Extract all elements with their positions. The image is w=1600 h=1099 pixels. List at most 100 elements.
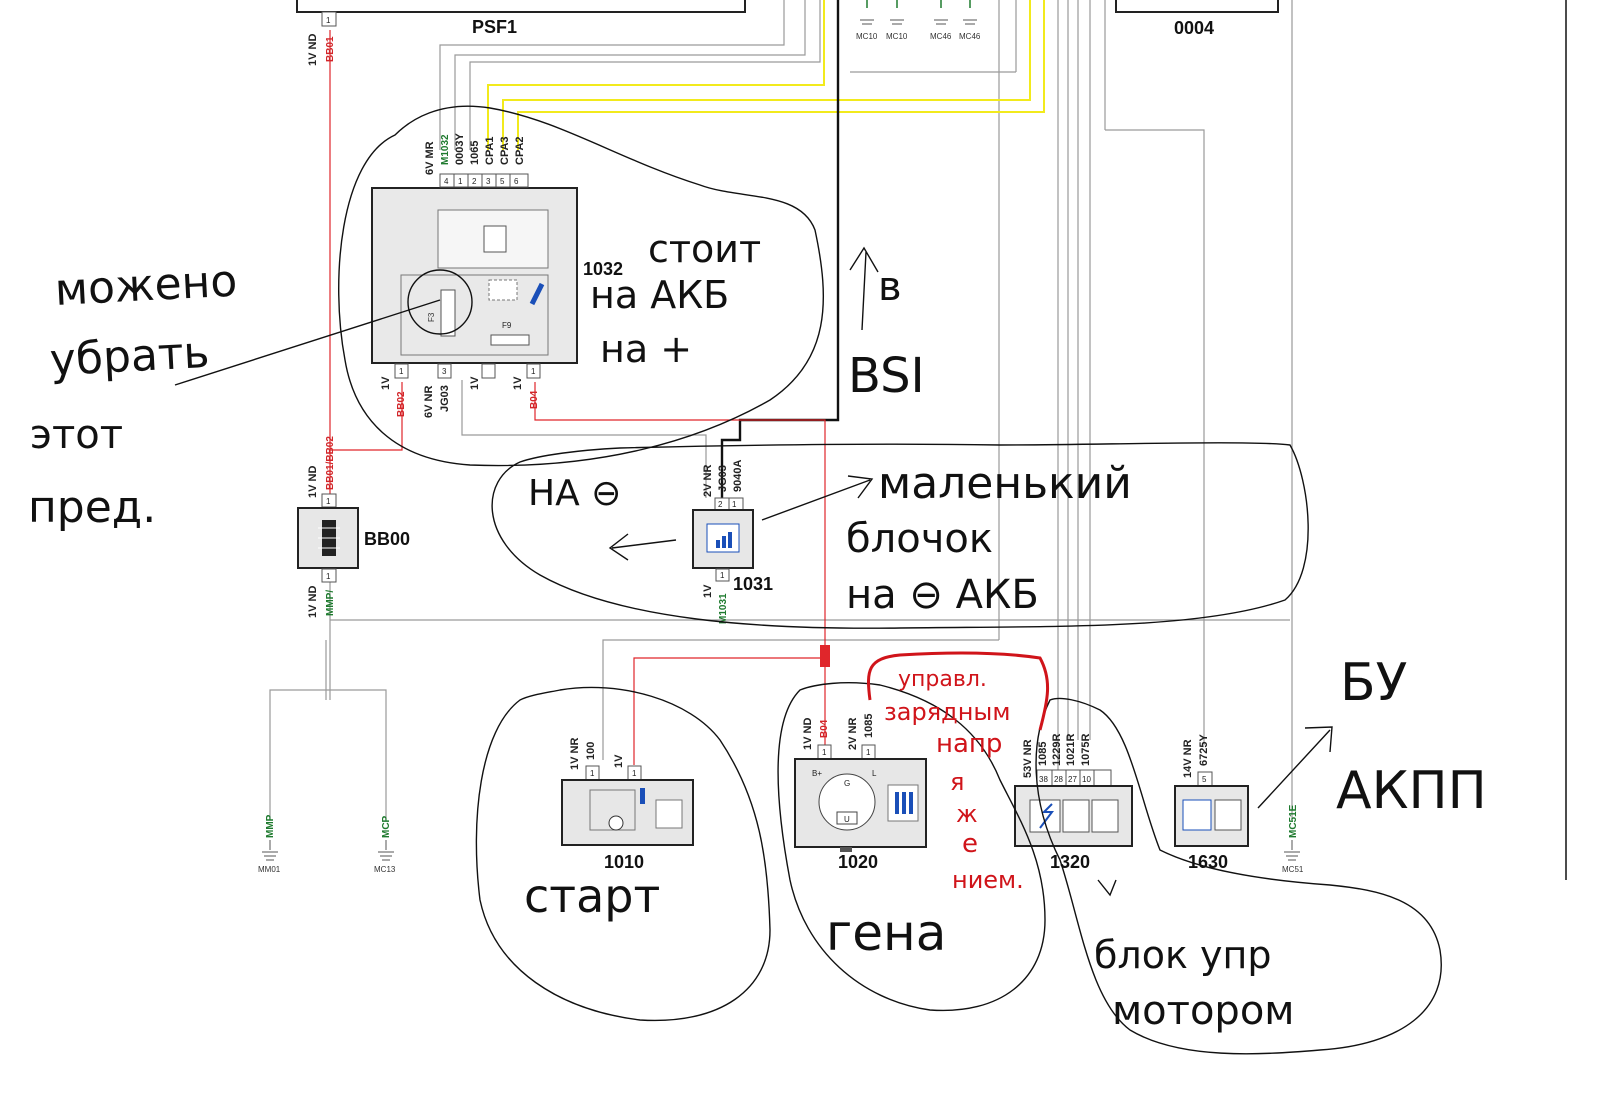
- c1630-label: 1630: [1188, 852, 1228, 872]
- pin-label: 1: [720, 571, 725, 580]
- wire-label: JG03: [439, 385, 451, 412]
- pin-label: 2: [718, 500, 723, 509]
- wire-label: 1085: [1037, 742, 1049, 766]
- wire-label: 1075R: [1080, 734, 1092, 766]
- component-psf1[interactable]: 1 PSF1: [296, 0, 746, 37]
- pin-label: U: [844, 815, 850, 824]
- wire-label: 6725Y: [1198, 734, 1210, 766]
- component-bb00[interactable]: [297, 493, 359, 583]
- fuse-f3-label: F3: [427, 312, 436, 322]
- note-small-block-line1: маленький: [878, 458, 1132, 509]
- pin-label: 1: [458, 177, 463, 186]
- wire-cpa-yellow: [487, 0, 1045, 150]
- note-stock-line1: стоит: [648, 227, 761, 271]
- wire-label: M1031: [718, 593, 729, 624]
- note-small-block-line3: на ⊖ АКБ: [846, 572, 1039, 618]
- connector-label: 14V NR: [1182, 739, 1194, 778]
- connector-label: 1V: [380, 376, 392, 390]
- component-1020[interactable]: [794, 744, 927, 852]
- bb00-label: BB00: [364, 529, 410, 549]
- note-gearbox-line1: БУ: [1340, 653, 1407, 713]
- connector-label: 1V ND: [802, 718, 814, 750]
- ground-mc10: MC10: [856, 32, 878, 41]
- pin-label: 5: [1202, 775, 1207, 784]
- note-control-line2: зарядным: [884, 698, 1010, 726]
- wire-label: 100: [585, 742, 597, 760]
- ground-mc51-label: MC51: [1282, 865, 1304, 874]
- pin-label: 1: [531, 367, 536, 376]
- pin-label: 27: [1068, 775, 1077, 784]
- note-control-line3: напр: [936, 729, 1002, 759]
- c1010-label: 1010: [604, 852, 644, 872]
- note-small-block-line2: блочок: [846, 516, 993, 562]
- wire-label: 1021R: [1065, 734, 1077, 766]
- wire-label: CPA3: [499, 136, 511, 165]
- note-minus: НА ⊖: [528, 473, 621, 514]
- ground-mc46: MC46: [930, 32, 952, 41]
- note-control-line5: ж: [956, 800, 978, 828]
- note-remove-line3: этот: [30, 412, 123, 458]
- wire-label: 0003Y: [454, 133, 466, 165]
- pin-label: 1: [399, 367, 404, 376]
- wire-label: M1032: [440, 134, 451, 165]
- note-remove-line4: пред.: [28, 482, 156, 533]
- connector-label: 1V: [613, 754, 625, 768]
- wire-label: BB02: [396, 391, 407, 417]
- wire-label: 9040A: [732, 460, 744, 492]
- wire-label: BB01/BB02: [325, 436, 336, 490]
- c1032-top-pins: [439, 173, 529, 188]
- wire-label: MMP: [265, 814, 276, 838]
- note-control-line1: управл.: [898, 667, 987, 692]
- note-control-line7: нием.: [952, 866, 1024, 894]
- wire-label: 1085: [863, 714, 875, 738]
- component-1010[interactable]: [561, 765, 694, 846]
- ground-mc10: MC10: [886, 32, 908, 41]
- note-ecu-line1: блок упр: [1094, 933, 1271, 977]
- connector-label: 1V NR: [569, 738, 581, 770]
- pin-label: 4: [444, 177, 449, 186]
- pin-label: 3: [486, 177, 491, 186]
- note-control-line4: я: [950, 768, 964, 796]
- c1031-label: 1031: [733, 574, 773, 594]
- component-1630[interactable]: [1174, 771, 1249, 847]
- note-bsi-line1: в: [878, 264, 902, 310]
- psf1-label: PSF1: [472, 17, 517, 37]
- connector-label: 6V MR: [424, 141, 436, 175]
- c1020-label: 1020: [838, 852, 878, 872]
- pin-label: 3: [442, 367, 447, 376]
- ground-hatches-top: [860, 19, 977, 25]
- pin-label: 1: [590, 769, 595, 778]
- pin-label: L: [872, 769, 877, 778]
- pin-label: G: [844, 779, 850, 788]
- ground-mc51: [1284, 840, 1300, 861]
- ground-mc46: MC46: [959, 32, 981, 41]
- connector-label: 1V ND: [307, 466, 319, 498]
- component-1032[interactable]: F3 F9: [371, 187, 578, 364]
- pin-label: 2: [472, 177, 477, 186]
- ground-mc13: [378, 840, 394, 861]
- pin-label: 1: [732, 500, 737, 509]
- component-1320[interactable]: [1014, 769, 1133, 847]
- connector-label: 1V: [469, 376, 481, 390]
- wire-label: CPA2: [514, 136, 526, 165]
- wire-9040a-black: [720, 0, 840, 498]
- note-stock-line3: на +: [600, 327, 692, 371]
- fuse-f9-label: F9: [502, 321, 512, 330]
- c1032-bottom-pins: [394, 363, 541, 379]
- wire-label: JG03: [717, 465, 729, 492]
- fuse-block-red: [820, 645, 830, 667]
- connector-label: 1V: [512, 376, 524, 390]
- component-0004[interactable]: 0004: [1115, 0, 1279, 38]
- wire-label-bb01: BB01: [325, 36, 336, 62]
- connector-label: 2V NR: [847, 718, 859, 750]
- wire-label: 1065: [469, 141, 481, 165]
- pin-label: 1: [822, 748, 827, 757]
- wire-label: MCP: [381, 815, 392, 838]
- note-gen: гена: [826, 904, 946, 962]
- c1032-label: 1032: [583, 259, 623, 279]
- note-bsi-line2: BSI: [848, 348, 925, 404]
- component-1031[interactable]: [692, 497, 754, 582]
- ground-mm01-label: MM01: [258, 865, 281, 874]
